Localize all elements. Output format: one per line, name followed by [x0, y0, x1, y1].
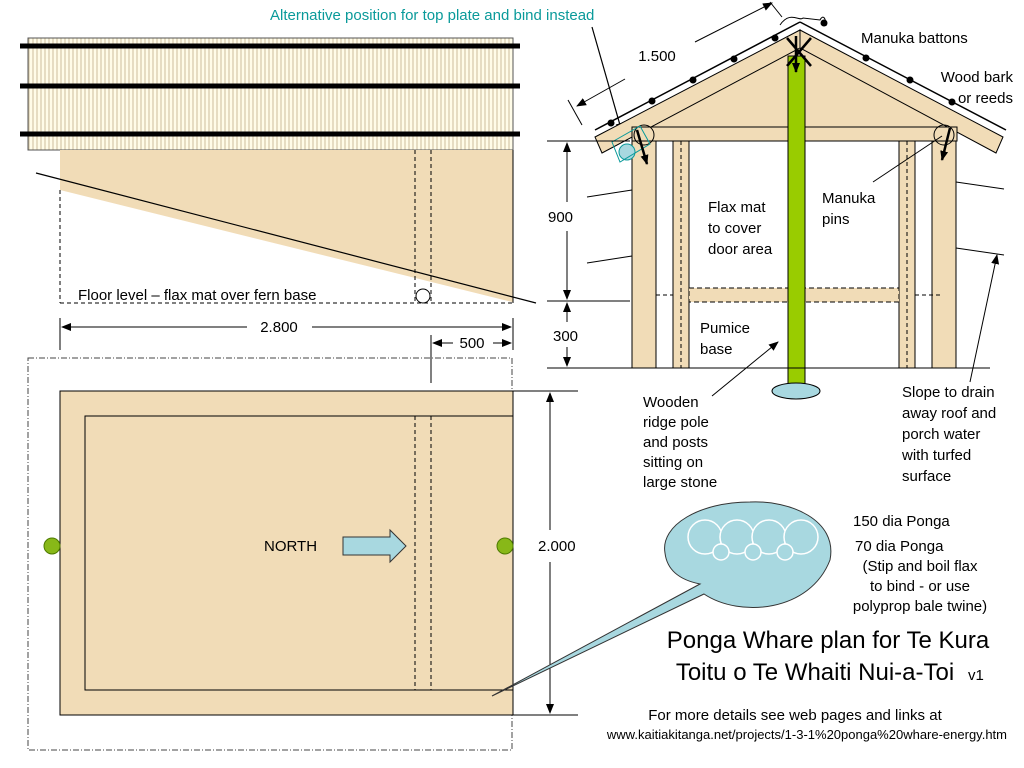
ground-slope-line [35, 172, 537, 304]
flax-note-3: polyprop bale twine) [853, 598, 987, 615]
side-ground-wedge [60, 190, 516, 303]
plan-floor [59, 390, 514, 716]
slope-label-5: surface [902, 468, 951, 485]
ridge-pole [787, 55, 806, 387]
manuka-pins-label-1: Manuka [822, 190, 876, 207]
slope-label-3: porch water [902, 426, 980, 443]
slope-pointer [969, 254, 1000, 383]
manuka-pins-pointer [872, 135, 943, 183]
ridge-pole-label-3: and posts [643, 434, 708, 451]
side-stone [415, 288, 431, 304]
slope-label-4: with turfed [901, 447, 971, 464]
side-roof [27, 37, 514, 151]
dim-tick [567, 99, 583, 126]
plan-inner-wall [84, 415, 513, 691]
north-label: NORTH [264, 538, 317, 555]
ponga-large-label: 150 dia Ponga [853, 513, 950, 530]
pumice-label-2: base [700, 341, 733, 358]
alternative-bind [618, 143, 636, 161]
ridge-brace [779, 16, 827, 27]
post-marker-west [43, 537, 61, 555]
ponga-small-3 [776, 543, 794, 561]
manuka-pin-right [940, 127, 952, 161]
ponga-small-label: 70 dia Ponga [855, 538, 944, 555]
ridge-cross-bind [786, 37, 812, 67]
manuka-battons [607, 19, 956, 127]
roof-cover-right [799, 21, 1007, 131]
offset-dimension: 500 [459, 335, 484, 352]
rafter-dimension: 1.500 [638, 48, 676, 65]
ground-slope-left-top [586, 189, 633, 198]
post-right-outer [931, 140, 957, 369]
ridge-pole-label-4: sitting on [643, 454, 703, 471]
alternative-bind-outline [611, 125, 651, 163]
post-marker-east [496, 537, 514, 555]
ponga-small-2 [744, 543, 762, 561]
wood-bark-label-1: Wood bark [941, 69, 1014, 86]
dim-tick [769, 1, 783, 18]
wood-bark-label-2: or reeds [958, 90, 1013, 107]
ground-slope-left [586, 255, 633, 264]
pumice-label-1: Pumice [700, 320, 750, 337]
floor-level-note: Floor level – flax mat over fern base [78, 287, 316, 304]
ponga-small-1 [712, 543, 730, 561]
title-line-2: Toitu o Te Whaiti Nui-a-Toi [676, 659, 954, 686]
manuka-pins-label-2: pins [822, 211, 850, 228]
ridge-pole-label-5: large stone [643, 474, 717, 491]
title-line-1: Ponga Whare plan for Te Kura [667, 627, 990, 654]
north-arrow [342, 528, 407, 564]
front-elevation: 1.500 900 300 Manuka battons Wood bark o… [547, 1, 1014, 491]
ridge-pole-label-2: ridge pole [643, 414, 709, 431]
manuka-pin-left [635, 129, 649, 165]
bind-right [933, 124, 955, 146]
ground-slope-right [955, 247, 1005, 256]
width-dimension: 2.800 [260, 319, 298, 336]
side-view: Floor level – flax mat over fern base 2.… [20, 37, 537, 383]
ground-slope-right-top [955, 181, 1005, 190]
ponga-key-callout: 150 dia Ponga 70 dia Ponga (Stip and boi… [491, 501, 987, 697]
flax-note-1: (Stip and boil flax [862, 558, 978, 575]
alternative-position-caption: Alternative position for top plate and b… [270, 7, 594, 24]
flax-note-2: to bind - or use [870, 578, 970, 595]
wall-height-dimension: 900 [548, 209, 573, 226]
manuka-battons-label: Manuka battons [861, 30, 968, 47]
depth-dimension: 2.000 [538, 538, 576, 555]
dim-arrow [576, 78, 626, 107]
bind-left [633, 124, 655, 146]
flax-mat-label-2: to cover [708, 220, 761, 237]
slope-label-1: Slope to drain [902, 384, 995, 401]
caption-pointer [591, 26, 624, 133]
post-left-outer [631, 140, 657, 369]
flax-mat-label-1: Flax mat [708, 199, 766, 216]
slope-label-2: away roof and [902, 405, 996, 422]
ponga-large-4 [783, 519, 819, 555]
footer-details: For more details see web pages and links… [648, 707, 942, 724]
ridge-pole-pointer [711, 341, 779, 397]
ridge-pole-stone [771, 382, 821, 400]
footer-url: www.kaitiakitanga.net/projects/1-3-1%20p… [606, 727, 1007, 742]
base-height-dimension: 300 [553, 328, 578, 345]
title-version: v1 [968, 667, 984, 684]
roof-cover-left [594, 21, 801, 131]
rafter-right [799, 29, 1004, 154]
ridge-pole-label-1: Wooden [643, 394, 699, 411]
plan-view: NORTH 2.000 [27, 357, 578, 751]
dim-arrow [694, 2, 773, 43]
flax-mat-label-3: door area [708, 241, 773, 258]
